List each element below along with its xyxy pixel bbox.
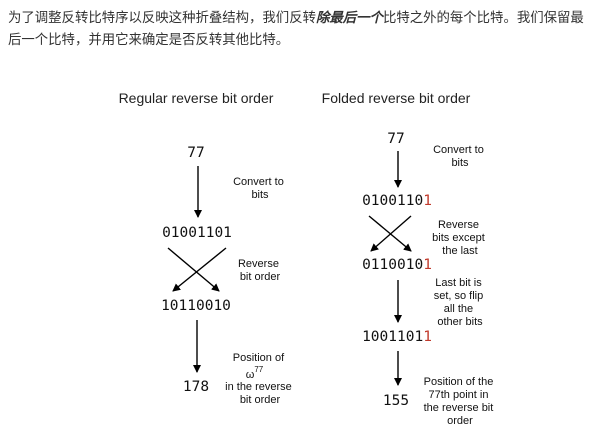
folded-reverse-panel: Folded reverse bit order 77 Convert to b… [322, 90, 497, 427]
regular-bits: 01001101 [162, 225, 232, 241]
regular-cross-arrow-a [167, 247, 220, 292]
folded-title: Folded reverse bit order [322, 90, 471, 106]
regular-result-178: 178 [183, 379, 209, 395]
folded-note-flip: Last bit is set, so flip all the other b… [434, 277, 487, 328]
folded-value-77: 77 [387, 131, 404, 147]
intro-text-start: 为了调整反转比特序以反映这种折叠结构，我们反转 [8, 11, 316, 26]
intro-text-end: 比特之外的每个比特。我们保留最后一个比特，并用它来确定是否反转其他比特。 [8, 11, 584, 48]
intro-emphasis: 除最后一个 [315, 11, 383, 26]
regular-note-position: Position of ω77 in the reverse bit order [225, 352, 295, 406]
regular-value-77: 77 [187, 145, 204, 161]
regular-cross-arrow-b [172, 247, 227, 292]
folded-flipped-bits: 10011011 [362, 329, 432, 345]
regular-reverse-panel: Regular reverse bit order 77 Convert to … [119, 90, 295, 406]
folded-reversed-last: 1 [423, 257, 432, 273]
folded-note-reverse: Reverse bits except the last [432, 219, 488, 257]
regular-reversed-bits: 10110010 [161, 298, 231, 314]
folded-result-155: 155 [383, 393, 409, 409]
regular-note-reverse: Reverse bit order [238, 258, 282, 283]
folded-flipped-last: 1 [423, 329, 432, 345]
folded-reversed-bits: 01100101 [362, 257, 432, 273]
folded-note-convert: Convert to bits [433, 144, 487, 169]
folded-bits-last: 1 [423, 193, 432, 209]
folded-note-position: Position of the 77th point in the revers… [424, 376, 497, 427]
intro-paragraph: 为了调整反转比特序以反映这种折叠结构，我们反转除最后一个比特之外的每个比特。我们… [8, 8, 596, 52]
regular-title: Regular reverse bit order [119, 90, 274, 106]
regular-note-convert: Convert to bits [233, 176, 287, 201]
folded-bits: 01001101 [362, 193, 432, 209]
folded-cross-arrow-b [370, 215, 412, 252]
